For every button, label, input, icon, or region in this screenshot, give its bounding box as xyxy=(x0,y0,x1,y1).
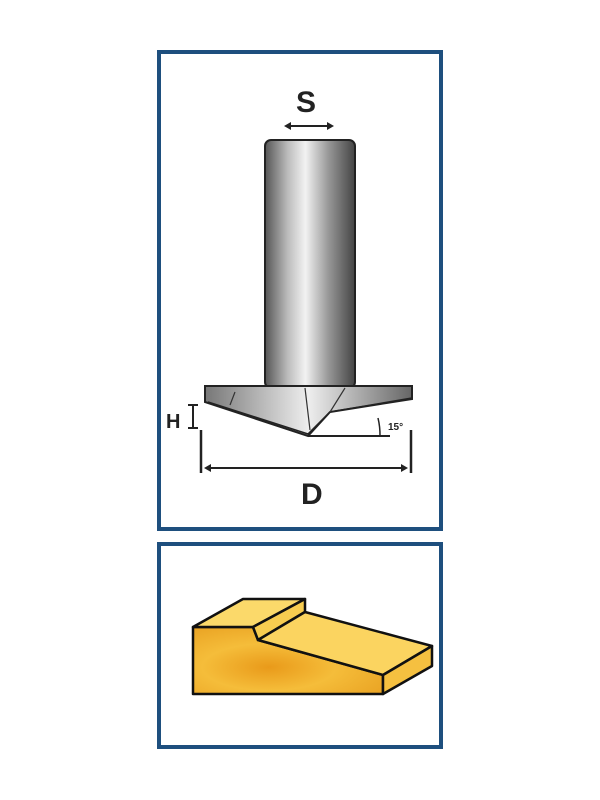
shank xyxy=(264,139,356,389)
wood-profile xyxy=(191,597,434,696)
end-face xyxy=(381,644,434,696)
angle-arc xyxy=(377,417,381,437)
angle-label: 15° xyxy=(388,422,403,433)
cutter-edge xyxy=(207,397,413,435)
router-bit: 15° xyxy=(204,139,413,438)
shank-label: S xyxy=(296,86,316,119)
height-dimension: H xyxy=(166,404,198,433)
diameter-label: D xyxy=(301,478,323,511)
height-label: H xyxy=(166,411,180,433)
diameter-dimension: D xyxy=(199,430,413,511)
shank-dimension: S xyxy=(284,86,334,130)
